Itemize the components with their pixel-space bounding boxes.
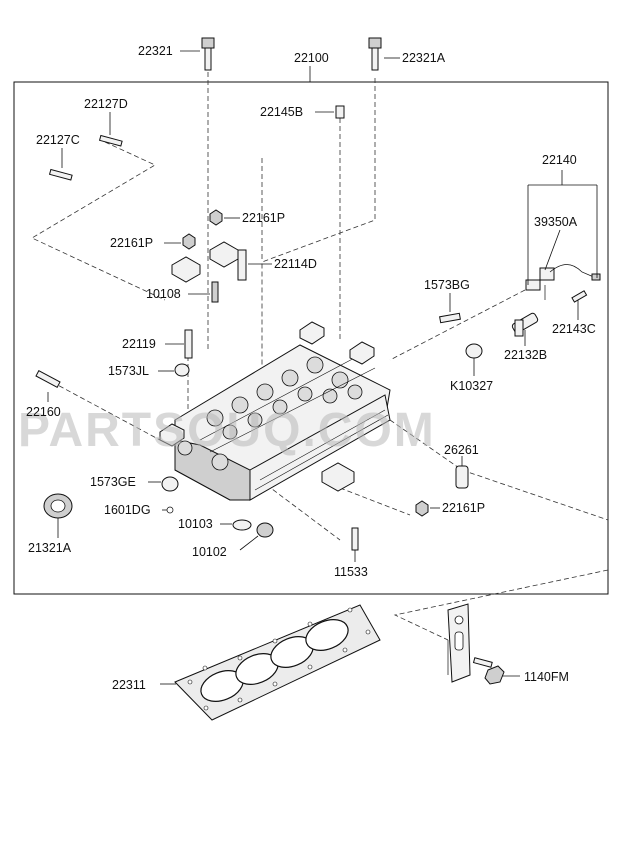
label-plug-10108: 10108 [146,287,181,301]
plug-1573jl [174,363,190,377]
label-bolt-left: 22321 [138,44,173,58]
label-hose-39350a: 39350A [534,215,578,229]
pin-1601dg [166,506,174,514]
label-pipe-assembly: 22140 [542,153,577,167]
bearing-caps-left [171,241,239,283]
plug-k10327 [465,343,483,359]
oil-seal [43,493,73,519]
label-bolt-10103: 10103 [178,517,213,531]
label-stud-upper: 22127D [84,97,128,111]
stud-11533 [351,527,359,551]
nut-left [182,233,196,250]
label-bolt-right: 22321A [402,51,446,65]
label-stud-1573bg: 1573BG [424,278,470,292]
stud-1573bg [439,312,461,324]
sleeve-26261 [455,465,469,489]
assembly-frame [13,81,609,595]
label-plug-1573jl: 1573JL [108,364,149,378]
nut-10102 [256,522,274,538]
seal-22119 [184,329,193,359]
stud-lower [48,168,73,181]
head-bolt-right [368,37,382,71]
part-labels: 22100 22321 22321A 22127D 22127C 22145B … [26,44,596,692]
label-nut-10102: 10102 [192,545,227,559]
label-head-assembly: 22100 [294,51,329,65]
stud-22143c [571,290,588,303]
nut-upper [209,209,223,226]
cylinder-head [159,321,391,501]
label-nut-lower-right: 22161P [442,501,485,515]
label-stud-11533: 11533 [334,565,368,579]
guide [237,249,247,281]
nut-lower-right [415,500,429,517]
label-fitting-22132b: 22132B [504,348,547,362]
fitting-22132b [511,312,539,337]
pin [335,105,345,119]
plug-10108 [211,281,219,303]
label-sleeve-26261: 26261 [444,443,479,457]
label-stud-22143c: 22143C [552,322,596,336]
label-pin-1601dg: 1601DG [104,503,151,517]
label-cap-1573ge: 1573GE [90,475,136,489]
stud-upper [98,134,123,147]
leader-lines [47,50,579,685]
label-nut-left: 22161P [110,236,153,250]
label-pin: 22145B [260,105,303,119]
pipe-assembly [525,170,601,300]
dashed-guide-lines [31,72,609,641]
label-seal-22119: 22119 [122,337,156,351]
stud-22160 [35,370,61,388]
head-bolt-left [201,37,215,71]
head-gasket [174,604,381,721]
watermark: PARTSOUQ.COM [18,404,436,457]
bearing-cap-lower [321,462,355,492]
label-hanger-bolt: 1140FM [524,670,569,684]
engine-hanger [447,603,471,683]
label-stud-22160: 22160 [26,405,61,419]
bolt-10103 [232,519,252,531]
label-nut-upper: 22161P [242,211,285,225]
label-plug-k10327: K10327 [450,379,493,393]
label-stud-lower: 22127C [36,133,80,147]
cap-1573ge [161,476,179,492]
label-gasket: 22311 [112,678,146,692]
hanger-bolt [472,657,505,685]
label-oil-seal: 21321A [28,541,72,555]
label-guide: 22114D [274,257,317,271]
